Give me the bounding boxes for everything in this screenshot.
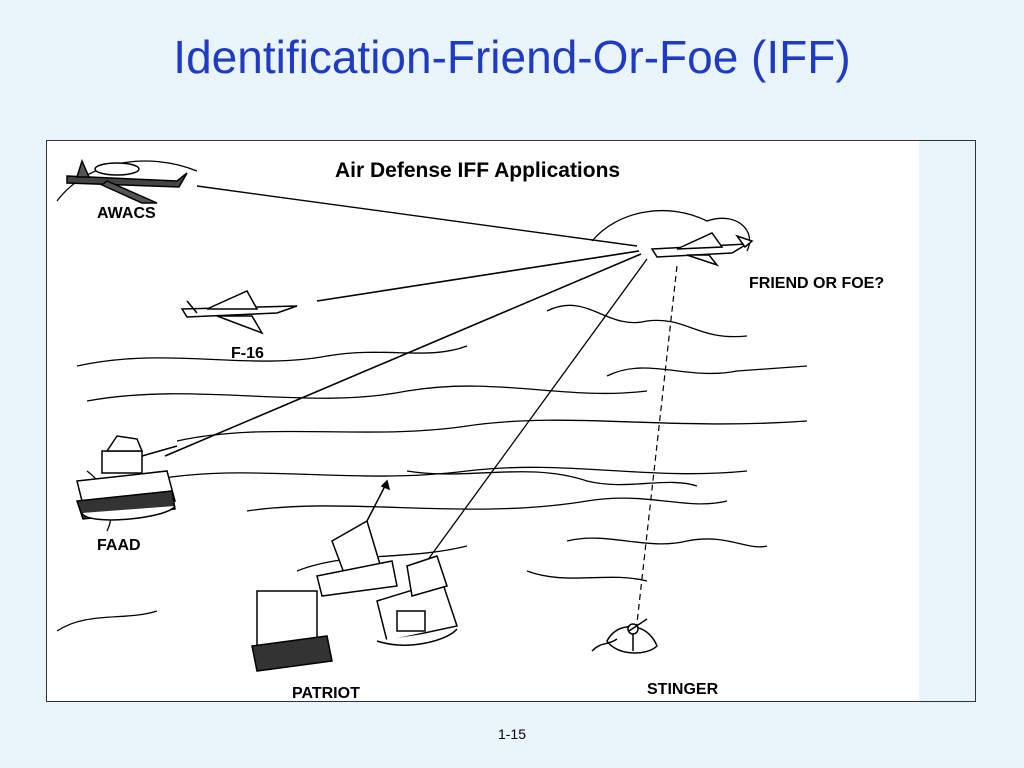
label-friend-or-foe: FRIEND OR FOE? [749,275,885,292]
label-f16: F-16 [231,345,264,362]
f16-jet-icon [180,290,298,335]
label-stinger: STINGER [647,681,719,698]
diagram-heading: Air Defense IFF Applications [335,159,621,182]
patriot-launcher-icon [251,479,458,672]
stinger-soldier-icon [591,618,658,654]
unknown-aircraft-icon [650,232,754,267]
label-patriot: PATRIOT [292,685,360,702]
faad-vehicle-icon [75,435,178,521]
slide-title: Identification-Friend-Or-Foe (IFF) [173,31,851,83]
diagram-frame: Air Defense IFF Applications AWACS F-16 … [46,140,976,702]
page-number: 1-15 [497,726,527,742]
iff-illustration [56,158,808,672]
awacs-aircraft-icon [66,158,188,204]
frame-side-strip [919,141,975,701]
signal-beams [164,185,678,642]
label-faad: FAAD [97,537,141,554]
label-awacs: AWACS [97,205,156,222]
